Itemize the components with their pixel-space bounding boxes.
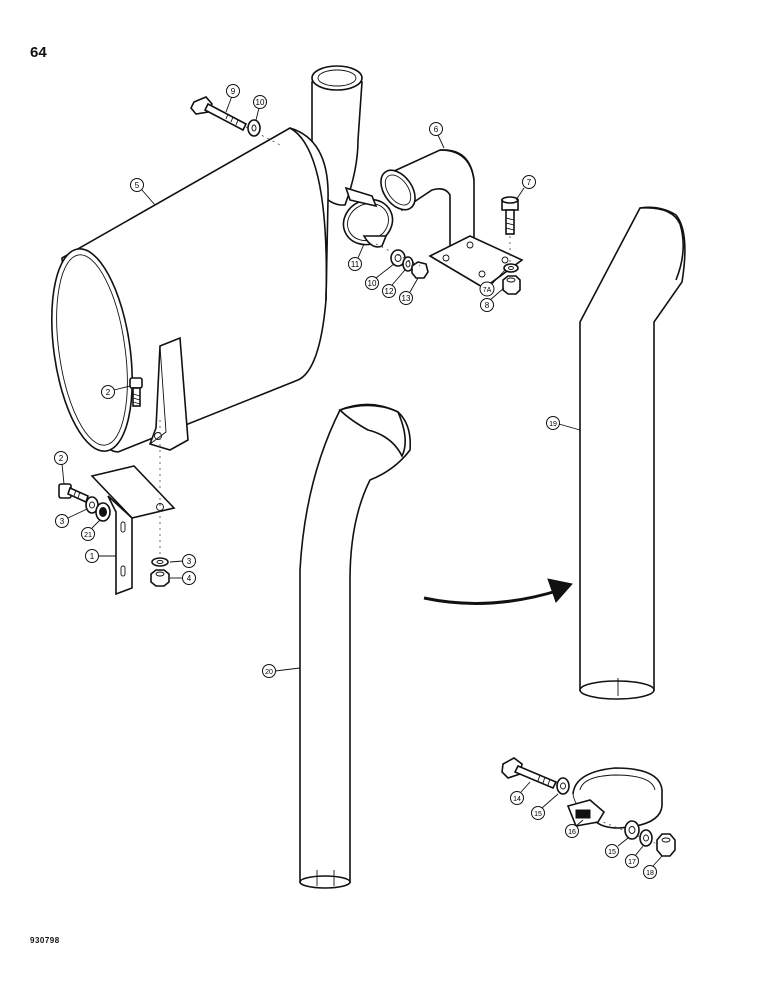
svg-text:12: 12 xyxy=(385,287,394,296)
callout-1: 1 xyxy=(85,549,116,563)
bolt-part-7 xyxy=(501,196,519,265)
svg-text:19: 19 xyxy=(549,421,557,428)
svg-text:1: 1 xyxy=(90,552,95,561)
callout-15-left: 15 xyxy=(531,793,559,820)
svg-text:15: 15 xyxy=(608,849,616,856)
svg-text:3: 3 xyxy=(187,557,192,566)
callout-21: 21 xyxy=(81,519,101,541)
svg-text:16: 16 xyxy=(568,829,576,836)
callout-10-top: 10 xyxy=(253,95,267,121)
callout-8: 8 xyxy=(480,287,505,312)
washer-part-3-right xyxy=(151,557,169,567)
svg-text:11: 11 xyxy=(351,260,360,269)
svg-text:2: 2 xyxy=(106,388,111,397)
bolt-part-2-upper xyxy=(129,377,143,407)
svg-text:9: 9 xyxy=(231,87,236,96)
callout-2-lower: 2 xyxy=(54,451,68,485)
svg-text:3: 3 xyxy=(60,517,65,526)
callout-6: 6 xyxy=(429,122,445,149)
svg-text:10: 10 xyxy=(368,279,377,288)
callout-17: 17 xyxy=(625,845,644,868)
nut-part-4 xyxy=(150,569,170,587)
svg-text:20: 20 xyxy=(265,669,273,676)
svg-text:14: 14 xyxy=(513,796,521,803)
bolt-part-9-top xyxy=(190,96,283,147)
callout-3-right: 3 xyxy=(169,554,196,568)
elbow-part-6 xyxy=(380,149,524,289)
callout-7a: 7A xyxy=(479,269,506,297)
assembly-line xyxy=(375,243,421,267)
callout-5: 5 xyxy=(130,178,156,206)
svg-text:6: 6 xyxy=(434,125,439,134)
washer-part-7a xyxy=(503,263,519,273)
callout-13: 13 xyxy=(399,277,419,305)
callout-14: 14 xyxy=(510,781,531,805)
bolt-part-14 xyxy=(501,757,558,790)
direction-arrow xyxy=(423,578,573,605)
clamp-part-11 xyxy=(342,186,394,248)
svg-text:21: 21 xyxy=(84,532,92,539)
svg-text:8: 8 xyxy=(485,301,490,310)
svg-text:13: 13 xyxy=(402,294,411,303)
svg-text:2: 2 xyxy=(59,454,64,463)
nut-part-18 xyxy=(656,833,676,857)
svg-text:18: 18 xyxy=(646,870,654,877)
washer-part-21 xyxy=(95,502,111,522)
svg-text:10: 10 xyxy=(256,98,265,107)
callout-18: 18 xyxy=(643,855,663,879)
stack-pipe-part-19 xyxy=(579,206,686,700)
callout-12: 12 xyxy=(382,269,406,298)
washer-part-10-top xyxy=(247,119,261,137)
drawing-number: 930798 xyxy=(30,936,60,945)
muffler-part-5 xyxy=(50,65,363,453)
callout-3-left: 3 xyxy=(55,508,88,528)
callout-9-top: 9 xyxy=(225,84,240,113)
callout-15-right: 15 xyxy=(605,837,629,858)
callout-2-upper: 2 xyxy=(101,385,131,399)
svg-text:7A: 7A xyxy=(483,287,492,294)
callout-11: 11 xyxy=(348,243,365,271)
callout-19: 19 xyxy=(546,416,581,431)
bolt-part-2-lower xyxy=(58,483,89,504)
svg-text:5: 5 xyxy=(135,181,140,190)
callout-20: 20 xyxy=(262,664,301,678)
washer-part-17 xyxy=(639,829,653,847)
clamp-part-16 xyxy=(566,767,663,829)
stack-pipe-part-20 xyxy=(299,403,412,889)
bracket-part-1 xyxy=(90,465,176,596)
svg-text:15: 15 xyxy=(534,811,542,818)
nut-part-8 xyxy=(502,275,521,295)
nut-part-13 xyxy=(411,261,429,279)
callout-7: 7 xyxy=(515,175,536,201)
callout-16: 16 xyxy=(565,819,584,838)
svg-text:17: 17 xyxy=(628,859,636,866)
page-number: 64 xyxy=(30,44,47,61)
callout-4: 4 xyxy=(170,571,196,585)
svg-text:7: 7 xyxy=(527,178,532,187)
washer-part-12 xyxy=(402,256,414,272)
washer-part-15-right xyxy=(624,820,640,840)
svg-text:4: 4 xyxy=(187,574,192,583)
callout-10-right: 10 xyxy=(365,263,395,290)
washer-part-15-left xyxy=(556,777,570,795)
